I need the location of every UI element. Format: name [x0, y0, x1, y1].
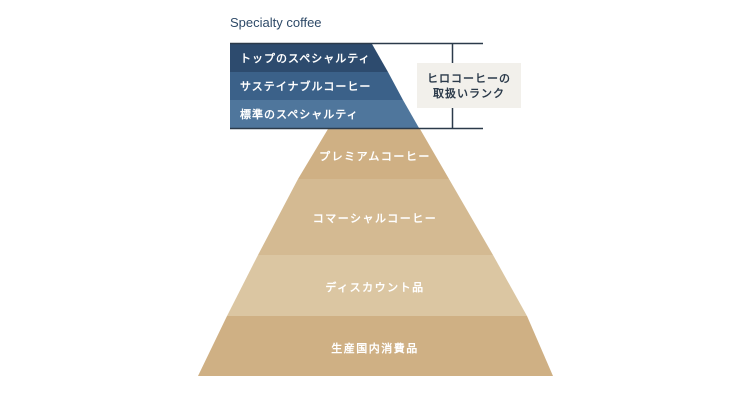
pyramid-tier-premium-label: プレミアムコーヒー — [319, 150, 431, 163]
specialty-row-sustainable — [230, 72, 403, 100]
side-label-line1: ヒロコーヒーの — [427, 71, 511, 85]
pyramid-tier-premium — [298, 129, 449, 179]
hiro-coffee-rank-label: ヒロコーヒーの 取扱いランク — [417, 63, 521, 108]
specialty-row-top-label: トップのスペシャルティ — [240, 52, 371, 65]
pyramid-tier-discount — [227, 255, 527, 316]
pyramid-tier-domestic-label: 生産国内消費品 — [331, 342, 419, 355]
side-label-line2: 取扱いランク — [433, 86, 505, 100]
specialty-row-sustainable-label: サステイナブルコーヒー — [240, 80, 372, 93]
pyramid-tier-discount-label: ディスカウント品 — [325, 281, 425, 294]
specialty-row-standard-label: 標準のスペシャルティ — [240, 108, 359, 121]
diagram-title: Specialty coffee — [230, 15, 322, 30]
pyramid-tier-commercial — [258, 179, 493, 255]
specialty-row-top — [230, 44, 388, 72]
pyramid-tier-domestic — [198, 316, 553, 376]
pyramid-tier-commercial-label: コマーシャルコーヒー — [312, 212, 438, 225]
specialty-row-standard — [230, 100, 419, 128]
